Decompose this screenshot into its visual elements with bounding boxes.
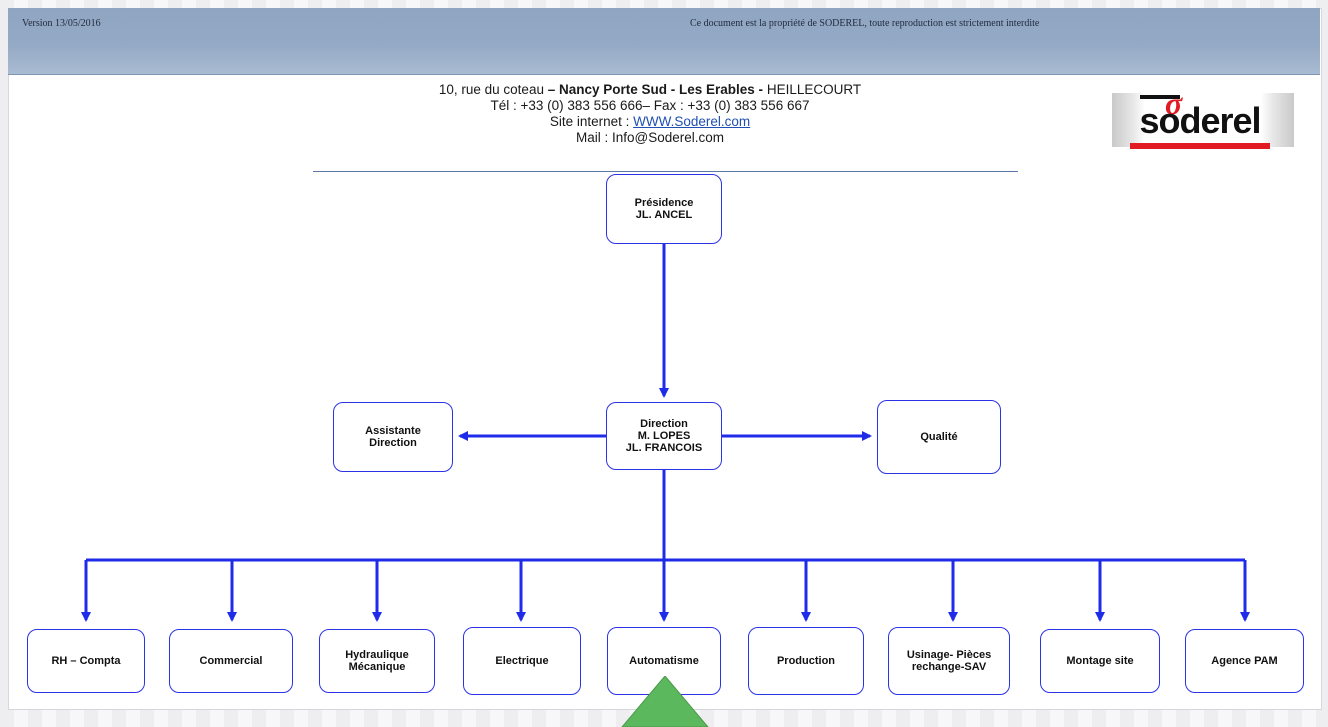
node-title: Assistante <box>365 425 421 437</box>
website-link[interactable]: WWW.Soderel.com <box>633 114 751 129</box>
node-department: Production <box>748 627 864 695</box>
node-department: Commercial <box>169 629 293 693</box>
website-line: Site internet : WWW.Soderel.com <box>360 114 940 130</box>
node-assistante-direction: Assistante Direction <box>333 402 453 472</box>
node-qualite: Qualité <box>877 400 1001 474</box>
node-title: Electrique <box>495 655 549 667</box>
node-title: Hydraulique <box>345 649 409 661</box>
node-department: Usinage- Pièces rechange-SAV <box>888 627 1010 695</box>
node-presidence: Présidence JL. ANCEL <box>606 174 722 244</box>
node-title: Direction <box>369 437 417 449</box>
node-person: JL. ANCEL <box>635 209 693 221</box>
header-divider <box>313 171 1018 172</box>
node-person: M. LOPES <box>637 430 691 442</box>
company-address-block: 10, rue du coteau – Nancy Porte Sud - Le… <box>360 82 940 146</box>
node-title: rechange-SAV <box>911 661 987 673</box>
node-department: Hydraulique Mécanique <box>319 629 435 693</box>
node-department: Agence PAM <box>1185 629 1304 693</box>
logo-mark-bar <box>1140 95 1180 99</box>
node-title: Direction <box>640 418 688 430</box>
website-label: Site internet : <box>549 114 630 129</box>
node-title: Montage site <box>1066 655 1134 667</box>
mail-line: Mail : Info@Soderel.com <box>575 130 724 145</box>
logo-red-bar <box>1130 143 1270 149</box>
node-title: Usinage- Pièces <box>906 649 992 661</box>
address-line: 10, rue du coteau – Nancy Porte Sud - Le… <box>360 82 940 98</box>
area-name: – Nancy Porte Sud - Les Erables - <box>547 82 764 97</box>
node-person: JL. FRANCOIS <box>625 442 703 454</box>
street: 10, rue du coteau <box>438 82 544 97</box>
node-department: RH – Compta <box>27 629 145 693</box>
phone-fax-line: Tél : +33 (0) 383 556 666– Fax : +33 (0)… <box>490 98 810 113</box>
property-notice: Ce document est la propriété de SODEREL,… <box>690 18 1040 29</box>
node-department: Electrique <box>463 627 581 695</box>
node-title: RH – Compta <box>51 655 121 667</box>
node-title: Agence PAM <box>1211 655 1278 667</box>
version-label: Version 13/05/2016 <box>22 18 101 29</box>
node-title: Qualité <box>920 431 958 443</box>
node-title: Production <box>776 655 836 667</box>
node-title: Présidence <box>634 197 694 209</box>
node-direction: Direction M. LOPES JL. FRANCOIS <box>606 402 722 470</box>
document-header-band <box>8 8 1320 75</box>
logo-plate <box>1112 93 1294 147</box>
pointer-arrow-icon <box>621 676 709 727</box>
logo-sigma-mark: σ <box>1165 85 1183 121</box>
node-title: Mécanique <box>348 661 406 673</box>
node-department: Montage site <box>1040 629 1160 693</box>
node-title: Commercial <box>199 655 263 667</box>
city: HEILLECOURT <box>766 82 862 97</box>
soderel-logo-text: soderel <box>1139 100 1261 141</box>
node-title: Automatisme <box>629 655 699 667</box>
